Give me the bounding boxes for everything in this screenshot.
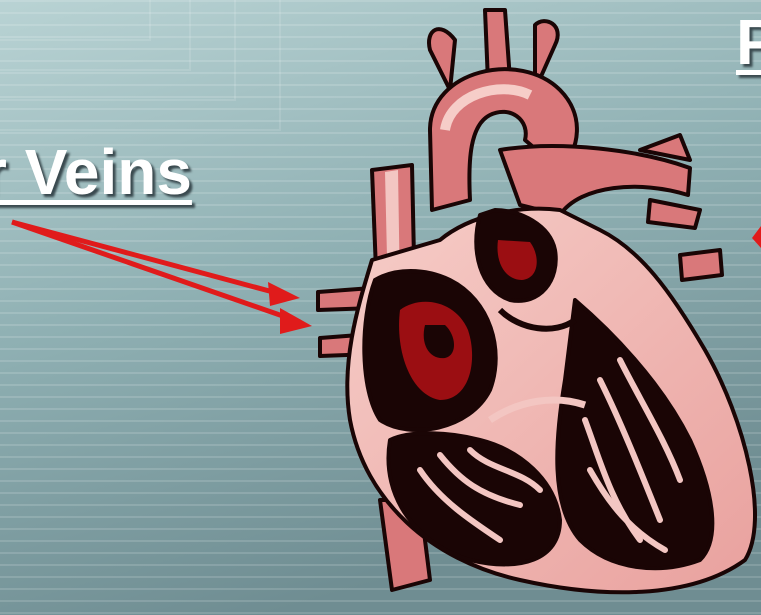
right-cutoff-label: P — [736, 10, 761, 74]
pulmonary-veins-label: r Veins — [0, 140, 192, 204]
